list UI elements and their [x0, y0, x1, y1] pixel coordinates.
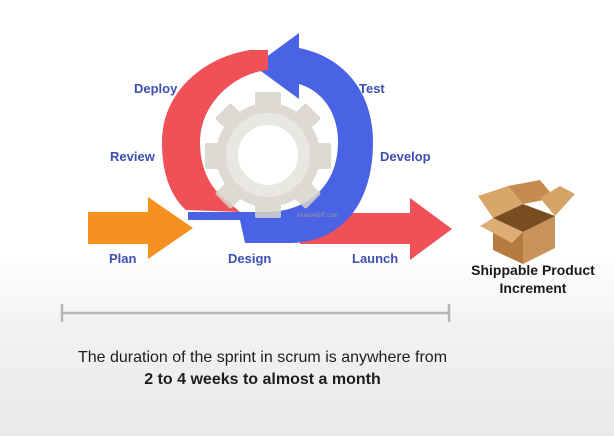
- product-label-line2: Increment: [499, 280, 567, 296]
- open-box-icon: [478, 180, 575, 264]
- sprint-duration-caption: The duration of the sprint in scrum is a…: [0, 347, 525, 391]
- gear-icon: [205, 92, 331, 218]
- stage-label-design: Design: [228, 251, 271, 266]
- stage-label-plan: Plan: [109, 251, 137, 266]
- stage-label-launch: Launch: [352, 251, 398, 266]
- caption-line1: The duration of the sprint in scrum is a…: [77, 349, 448, 366]
- stage-label-test: Test: [359, 81, 385, 96]
- red-cycle-arrow: [162, 50, 268, 212]
- watermark: MakeAGIF.com: [297, 213, 338, 219]
- shippable-product-label: Shippable Product Increment: [438, 261, 614, 297]
- product-label-line1: Shippable Product: [471, 262, 595, 278]
- stage-label-develop: Develop: [380, 149, 431, 164]
- stage-label-review: Review: [110, 149, 156, 164]
- plan-arrow: [88, 197, 193, 259]
- blue-cycle-arrow: [188, 33, 373, 243]
- sprint-timeline: [60, 304, 451, 322]
- caption-line2: 2 to 4 weeks to almost a month: [144, 371, 381, 388]
- stage-label-deploy: Deploy: [134, 81, 178, 96]
